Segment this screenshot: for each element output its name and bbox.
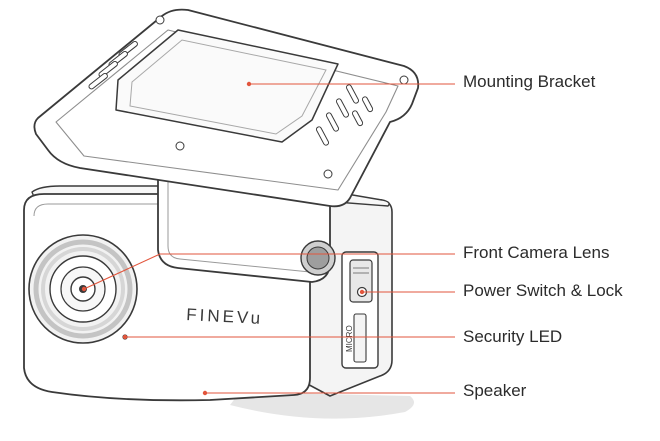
bracket-screw-hole	[399, 75, 409, 85]
callout-dot	[246, 81, 252, 87]
ground-shadow	[230, 392, 414, 419]
callout-line-front-camera-lens	[83, 253, 161, 290]
bracket-screw-hole	[155, 15, 165, 25]
bracket-plate-inner-edge	[55, 29, 399, 191]
body-front-inner-edge	[33, 203, 290, 217]
bracket-screw-hole	[323, 169, 333, 179]
callout-dot	[122, 334, 128, 340]
lens-ring-1	[33, 239, 133, 339]
callouts	[83, 83, 455, 394]
label-security-led: Security LED	[463, 327, 563, 346]
brand-logo: FINEVu	[186, 305, 264, 328]
micro-slot-label: MICRO	[345, 325, 354, 352]
label-power-switch-lock: Power Switch & Lock	[463, 281, 623, 300]
bracket-stem-bevel	[167, 140, 311, 273]
bracket-vents-right	[315, 84, 374, 146]
label-speaker: Speaker	[463, 381, 527, 400]
callout-dot	[202, 390, 208, 396]
micro-sd-slot	[353, 313, 367, 363]
bracket-knob-inner	[306, 246, 330, 270]
callout-dots	[81, 81, 365, 396]
adhesive-pad-inner	[129, 39, 327, 135]
callout-dot	[359, 289, 365, 295]
lens-ring-2	[41, 247, 125, 331]
label-mounting-bracket: Mounting Bracket	[463, 72, 596, 91]
callout-dot	[81, 286, 87, 292]
label-front-camera-lens: Front Camera Lens	[463, 243, 610, 262]
bracket-vents-left	[88, 40, 138, 90]
bracket-screw-hole	[175, 141, 185, 151]
